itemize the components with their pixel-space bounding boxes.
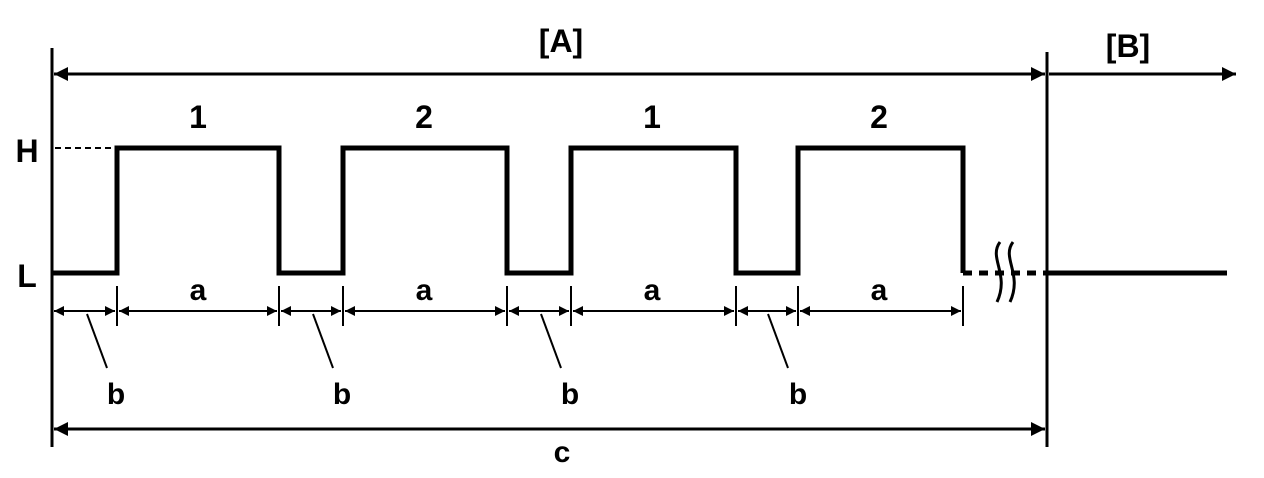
- pulse-width-label: a: [190, 274, 207, 307]
- pulse-number: 1: [189, 99, 207, 135]
- pulse-width-label: a: [644, 274, 661, 307]
- pulse-number: 1: [643, 99, 661, 135]
- pulse-width-label: a: [416, 274, 433, 307]
- level-low-label: L: [17, 258, 37, 294]
- level-high-label: H: [15, 133, 38, 169]
- gap-label: b: [561, 378, 579, 411]
- pulse-number: 2: [870, 99, 888, 135]
- pulse-waveform: [53, 145, 966, 276]
- dimension-ticks: [116, 286, 964, 326]
- gap-label: b: [789, 378, 807, 411]
- pulse-number: 2: [415, 99, 433, 135]
- break-symbol: [994, 241, 1016, 303]
- section-b-label: [B]: [1106, 28, 1150, 64]
- gap-leader-lines: [86, 313, 789, 369]
- section-a-label: [A]: [539, 23, 583, 59]
- gap-label: b: [333, 378, 351, 411]
- gap-label: b: [107, 378, 125, 411]
- pulse-width-label: a: [871, 274, 888, 307]
- total-label: c: [554, 436, 571, 469]
